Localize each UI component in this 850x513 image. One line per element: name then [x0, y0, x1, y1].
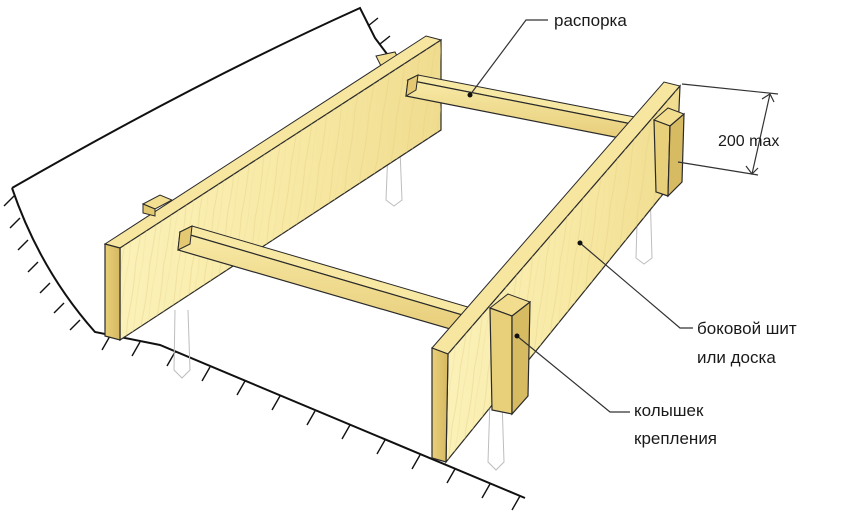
label-stake-line2: крепления [634, 429, 717, 448]
side-board-left [103, 35, 443, 342]
dimension-marker [677, 83, 779, 176]
stake-left-mid [141, 194, 174, 217]
label-dimension: 200 max [718, 133, 779, 150]
stake-right-front [488, 293, 532, 416]
label-spacer: распорка [554, 11, 627, 30]
stake-right-back [653, 107, 685, 198]
leader-spacer [469, 19, 548, 96]
ground-hatch-bottom [101, 335, 521, 511]
buried-stakes [173, 149, 653, 471]
leader-stake [516, 335, 630, 413]
leader-lines [469, 19, 693, 413]
leader-side-board [579, 242, 693, 329]
label-stake-line1: колышек [634, 401, 704, 420]
spacer-front [177, 225, 480, 334]
leader-dots [467, 92, 583, 339]
label-side-board-line1: боковой шит [697, 319, 797, 338]
label-side-board-line2: или доска [697, 348, 776, 367]
ground-outline [3, 6, 526, 511]
ground-hatch-left [3, 17, 391, 331]
